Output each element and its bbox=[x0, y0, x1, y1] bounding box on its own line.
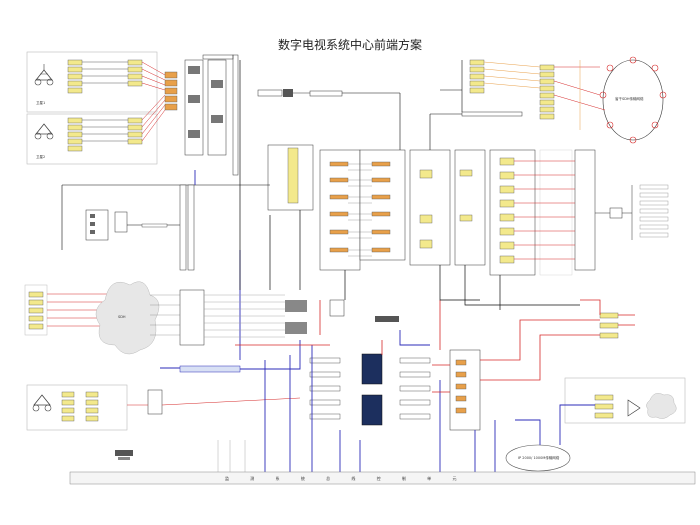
center-rack-1 bbox=[267, 144, 314, 211]
receiver-lines-tl bbox=[82, 61, 128, 142]
rack-tl bbox=[184, 59, 227, 156]
right-column-units bbox=[499, 157, 515, 264]
right-column bbox=[489, 149, 596, 276]
satellite-group-bottom: 卫星2 bbox=[26, 113, 158, 165]
rack-tl-gear bbox=[188, 66, 223, 138]
ip-cloud-label: IP 2000/ 1000M传输网络 bbox=[518, 455, 560, 460]
center-grid-lines bbox=[348, 163, 372, 257]
rack-tl-tall bbox=[202, 54, 239, 176]
diagram-title: 数字电视系统中心前端方案 bbox=[277, 38, 422, 52]
red-wiring bbox=[235, 299, 635, 393]
lower-right-group bbox=[564, 312, 686, 424]
receiver-stack-tl bbox=[67, 59, 143, 152]
ip-cloud: IP 2000/ 1000M传输网络 bbox=[505, 444, 571, 472]
bottom-bus: 监 测 系 统 总 线 控 制 单 元 bbox=[69, 471, 696, 485]
blue-wiring bbox=[160, 170, 595, 472]
center-rack-3 bbox=[359, 149, 406, 261]
sat-a-label: 卫星1 bbox=[36, 100, 45, 105]
ring-label: 省干SDH传输网络 bbox=[615, 96, 644, 101]
mux-orange-tl bbox=[164, 71, 178, 111]
right-red-lines bbox=[514, 160, 575, 260]
sat-b-label: 卫星2 bbox=[36, 154, 45, 159]
satellite-group-lower bbox=[26, 384, 301, 431]
bus-label: 监 测 系 统 总 线 控 制 单 元 bbox=[225, 475, 466, 481]
gray-wiring bbox=[204, 294, 285, 472]
center-rack-5 bbox=[454, 149, 486, 266]
left-switch-block bbox=[61, 184, 270, 271]
encoder-red-links bbox=[141, 61, 166, 142]
left-receivers bbox=[24, 284, 48, 336]
black-wiring bbox=[239, 60, 580, 310]
left-cloud: SDH bbox=[95, 281, 160, 355]
ring-network: 省干SDH传输网络 bbox=[599, 56, 667, 144]
cloud-left-label: SDH bbox=[118, 315, 126, 319]
top-middle-unit bbox=[257, 89, 401, 150]
center-rack-4 bbox=[409, 149, 451, 266]
device-bottom-left bbox=[115, 450, 133, 460]
top-right-links bbox=[483, 60, 606, 130]
far-right-outputs bbox=[595, 184, 669, 240]
top-right-receivers bbox=[469, 59, 555, 120]
left-mid-rack bbox=[150, 289, 205, 346]
lower-center-block bbox=[179, 299, 481, 431]
